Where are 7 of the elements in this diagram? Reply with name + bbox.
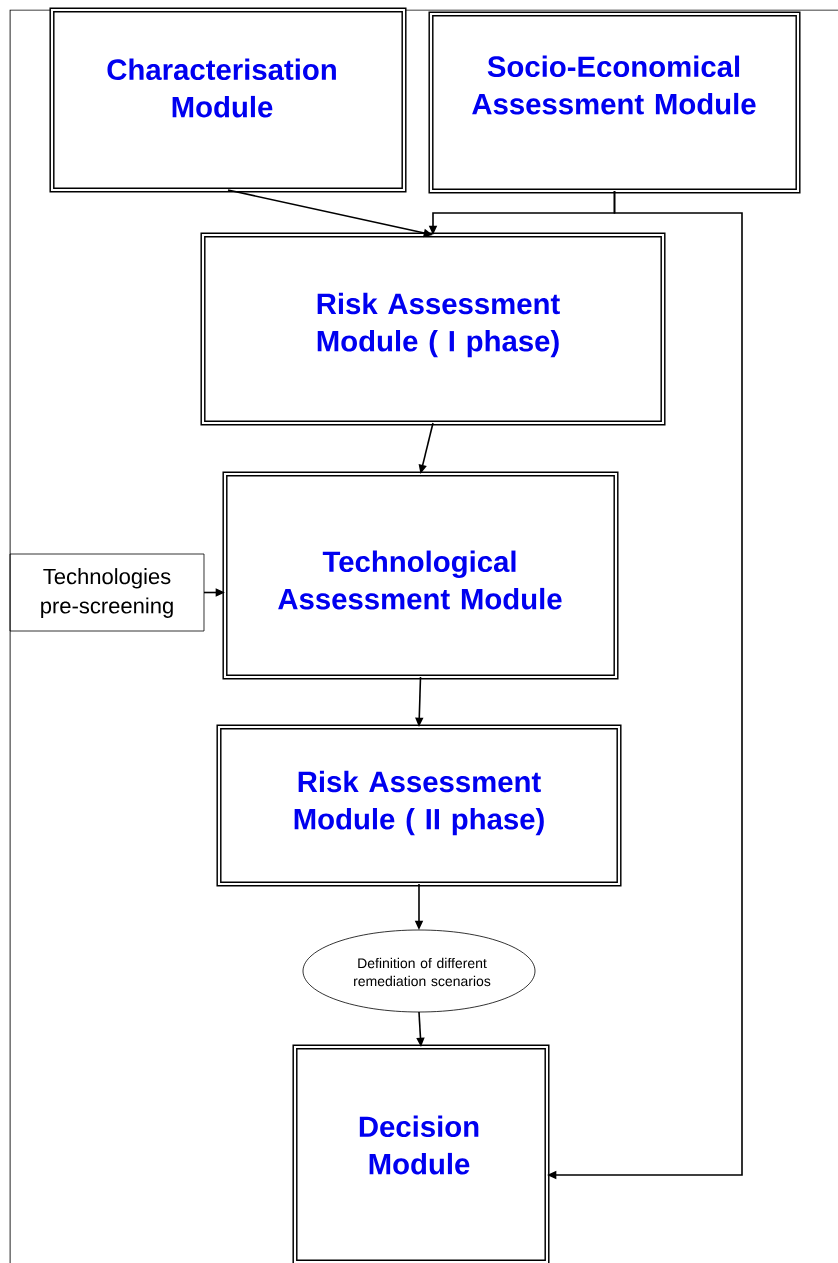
module-box: Technological Assessment Module (222, 471, 619, 680)
module-box: Risk Assessment Module ( I phase) (200, 232, 666, 426)
module-box: Socio-Economical Assessment Module (428, 11, 801, 194)
module-box: Decision Module (292, 1044, 550, 1263)
input-box: Technologies pre-screening (9, 553, 205, 632)
module-box: Characterisation Module (49, 7, 407, 193)
module-box: Risk Assessment Module ( II phase) (216, 724, 622, 887)
